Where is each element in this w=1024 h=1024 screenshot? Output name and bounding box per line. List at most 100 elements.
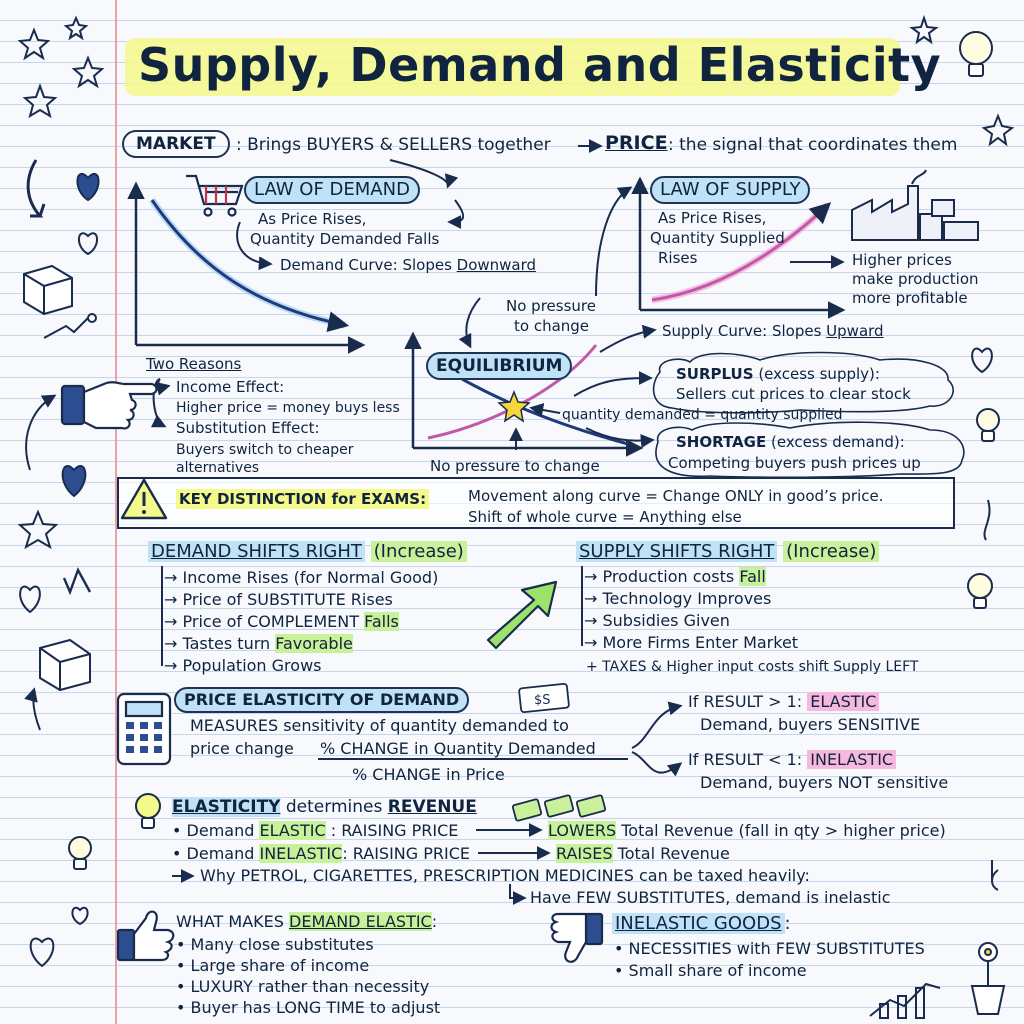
svg-text:$S: $S	[534, 693, 551, 708]
inelastic-goods-item-1: • NECESSITIES with FEW SUBSTITUTES	[614, 939, 925, 958]
inelastic-goods-item-2-text: Small share of income	[628, 961, 807, 980]
demand-shift-item-3: → Price of COMPLEMENT Falls	[164, 612, 399, 631]
elastic-goods-item-3-text: LUXURY rather than necessity	[190, 977, 430, 996]
calculator-icon	[116, 692, 172, 766]
revenue-title-mid: determines	[280, 797, 388, 817]
elastic-goods-item-1: • Many close substitutes	[176, 935, 374, 954]
no-pressure-top1: No pressure	[506, 297, 596, 315]
demand-shift-item-1: → Income Rises (for Normal Good)	[164, 568, 439, 587]
elastic-goods-title-pre: WHAT MAKES	[176, 912, 290, 931]
substitution-effect-title: Substitution Effect:	[176, 419, 320, 437]
revenue-r1-result: LOWERS	[548, 821, 617, 840]
elastic-goods-heading: WHAT MAKES DEMAND ELASTIC:	[176, 912, 437, 932]
equilibrium-wrap: EQUILIBRIUM	[426, 352, 573, 380]
ped-elastic-condition: If RESULT > 1:	[688, 692, 808, 711]
law-of-demand-wrap: LAW OF DEMAND	[244, 176, 420, 204]
warning-icon	[120, 478, 168, 520]
page-title: Supply, Demand and Elasticity	[138, 38, 942, 92]
ped-inelastic-rule: If RESULT < 1: INELASTIC	[688, 750, 897, 770]
revenue-row-elastic-result: LOWERS Total Revenue (fall in qty > high…	[548, 821, 946, 841]
demand-shift-item-4-highlight: Favorable	[275, 634, 353, 653]
surplus-desc: Sellers cut prices to clear stock	[676, 385, 911, 403]
revenue-why2: Have FEW SUBSTITUTES, demand is inelasti…	[530, 888, 891, 907]
elastic-goods-item-4-text: Buyer has LONG TIME to adjust	[190, 998, 441, 1017]
supply-profit1: Higher prices	[852, 251, 952, 269]
equilibrium-title: EQUILIBRIUM	[426, 352, 573, 380]
demand-shift-item-4: → Tastes turn Favorable	[164, 634, 353, 653]
shortage-paren: (excess demand):	[766, 433, 905, 451]
supply-shift-item-3-text: Subsidies Given	[602, 611, 730, 630]
demand-shift-item-5: → Population Grows	[164, 656, 322, 675]
supply-profit2: make production	[852, 270, 979, 288]
supply-line3: Rises	[658, 249, 698, 267]
revenue-r2-a: • Demand	[172, 844, 260, 863]
supply-shift-item-3: → Subsidies Given	[584, 611, 730, 630]
market-badge: MARKET	[122, 130, 230, 158]
supply-shift-item-4: → More Firms Enter Market	[584, 633, 799, 652]
growth-chart-icon	[869, 982, 941, 1019]
elastic-goods-item-1-text: Many close substitutes	[190, 935, 374, 954]
supply-shift-note: + TAXES & Higher input costs shift Suppl…	[586, 659, 919, 675]
price-label: PRICE	[605, 132, 668, 154]
revenue-r2-b: : RAISING PRICE	[342, 844, 471, 863]
cube-icon	[23, 264, 91, 692]
demand-shift-item-1-text: Income Rises (for Normal Good)	[182, 568, 439, 587]
substitution-effect-desc1: Buyers switch to cheaper	[176, 442, 354, 458]
shortage-title: SHORTAGE	[676, 433, 767, 451]
ped-numerator: % CHANGE in Quantity Demanded	[320, 739, 596, 758]
revenue-r2-c: Total Revenue	[612, 844, 730, 863]
supply-line2: Quantity Supplied	[650, 229, 785, 247]
supply-shift-item-4-text: More Firms Enter Market	[602, 633, 799, 652]
ped-title: PRICE ELASTICITY OF DEMAND	[174, 687, 470, 713]
demand-curve-desc: Demand Curve: Slopes Downward	[280, 255, 536, 275]
key-distinction-line1: Movement along curve = Change ONLY in go…	[468, 487, 884, 505]
inelastic-goods-heading: INELASTIC GOODS:	[612, 912, 791, 936]
price-desc: : the signal that coordinates them	[668, 135, 958, 155]
supply-shifts-tag: (Increase)	[783, 541, 880, 562]
supply-shift-item-2-text: Technology Improves	[602, 589, 772, 608]
elastic-goods-item-2-text: Large share of income	[190, 956, 370, 975]
demand-line2: Quantity Demanded Falls	[250, 230, 440, 248]
ped-denominator: % CHANGE in Price	[352, 765, 505, 784]
ped-title-wrap: PRICE ELASTICITY OF DEMAND	[174, 687, 470, 713]
supply-shift-item-1-highlight: Fall	[739, 567, 766, 586]
supply-curve-dir: Upward	[826, 322, 884, 340]
demand-shift-item-3-highlight: Falls	[364, 612, 399, 631]
ped-elastic-label: ELASTIC	[807, 692, 880, 711]
revenue-r1-c: Total Revenue (fall in qty > higher pric…	[616, 821, 946, 840]
thumbs-down-icon	[550, 912, 604, 963]
demand-shifts-title: DEMAND SHIFTS RIGHT	[148, 541, 365, 562]
demand-shifts-heading: DEMAND SHIFTS RIGHT (Increase)	[148, 540, 467, 564]
ped-inelastic-condition: If RESULT < 1:	[688, 750, 808, 769]
equilibrium-star-icon	[497, 389, 531, 423]
supply-curve-desc: Supply Curve: Slopes Upward	[662, 321, 884, 341]
income-effect-desc: Higher price = money buys less	[176, 400, 400, 416]
revenue-r1-highlight: ELASTIC	[259, 821, 326, 840]
demand-shift-item-4-text: Tastes turn	[182, 634, 276, 653]
shopping-cart-icon	[186, 174, 244, 217]
substitution-effect-desc2: alternatives	[176, 460, 260, 476]
revenue-r2-result: RAISES	[556, 844, 613, 863]
market-label: MARKET	[122, 130, 230, 158]
supply-shift-item-1-text: Production costs	[602, 567, 740, 586]
demand-shift-item-5-text: Population Grows	[182, 656, 322, 675]
factory-icon	[851, 169, 979, 241]
demand-curve-dir: Downward	[456, 256, 537, 274]
inelastic-goods-item-2: • Small share of income	[614, 961, 807, 980]
no-pressure-bottom: No pressure to change	[430, 457, 600, 475]
key-distinction-line2: Shift of whole curve = Anything else	[468, 508, 742, 526]
inelastic-goods-item-1-text: NECESSITIES with FEW SUBSTITUTES	[628, 939, 925, 958]
elastic-goods-item-3: • LUXURY rather than necessity	[176, 977, 430, 996]
demand-shift-item-3-text: Price of COMPLEMENT	[182, 612, 365, 631]
elastic-goods-item-2: • Large share of income	[176, 956, 370, 975]
revenue-r1-a: • Demand	[172, 821, 260, 840]
elastic-goods-title-highlight: DEMAND ELASTIC	[289, 912, 432, 931]
supply-shift-item-1: → Production costs Fall	[584, 567, 766, 586]
pointing-hand-icon	[60, 381, 158, 430]
market-desc: : Brings BUYERS & SELLERS together	[236, 135, 551, 155]
two-reasons-title: Two Reasons	[146, 355, 242, 373]
ped-inelastic-label: INELASTIC	[807, 750, 897, 769]
inelastic-goods-title: INELASTIC GOODS	[612, 913, 785, 934]
revenue-r1-b: : RAISING PRICE	[325, 821, 459, 840]
revenue-row-inelastic: • Demand INELASTIC: RAISING PRICE	[172, 844, 470, 864]
